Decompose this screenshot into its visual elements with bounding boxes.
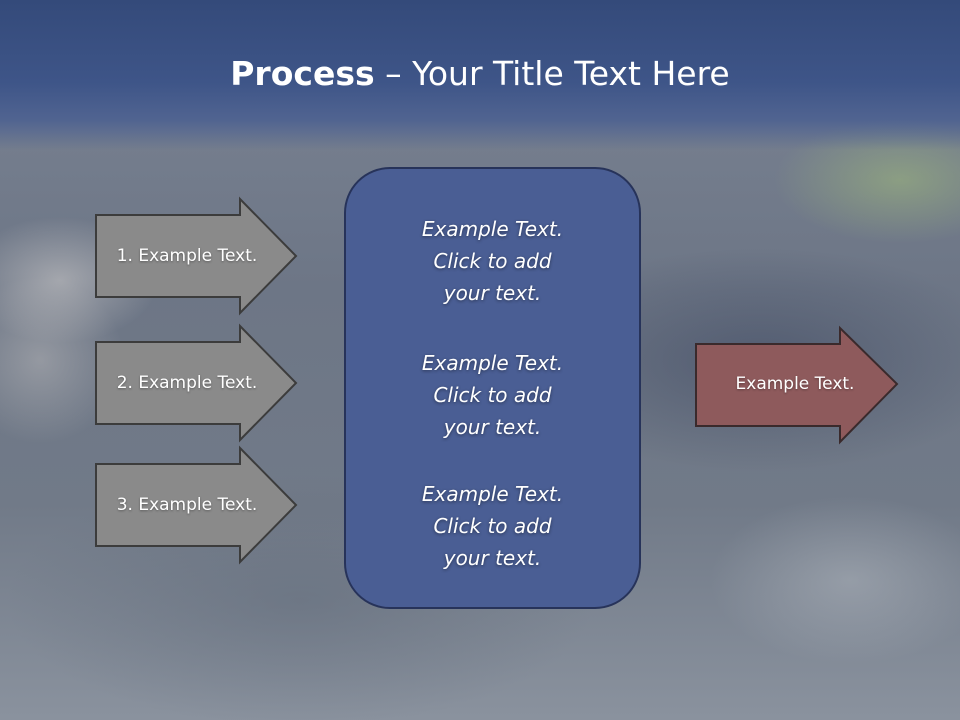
center-line: Example Text. <box>421 217 564 241</box>
center-paragraph-1: Example Text. Click to add your text. <box>345 213 640 309</box>
center-line: your text. <box>443 546 542 570</box>
center-line: Click to add <box>433 383 552 407</box>
center-paragraph-2: Example Text. Click to add your text. <box>345 347 640 443</box>
center-box[interactable] <box>344 167 641 609</box>
center-paragraph-3: Example Text. Click to add your text. <box>345 478 640 574</box>
center-line: Example Text. <box>421 482 564 506</box>
output-arrow[interactable] <box>695 325 899 445</box>
title-band <box>0 0 960 150</box>
title-bold: Process <box>230 54 375 93</box>
center-line: your text. <box>443 281 542 305</box>
input-arrow-3[interactable] <box>95 445 298 565</box>
center-line: Click to add <box>433 514 552 538</box>
center-line: Example Text. <box>421 351 564 375</box>
input-arrow-1[interactable] <box>95 196 298 316</box>
slide-title[interactable]: Process – Your Title Text Here <box>0 52 960 96</box>
center-line: your text. <box>443 415 542 439</box>
output-label: Example Text. <box>735 374 855 394</box>
input-arrow-2[interactable] <box>95 323 298 443</box>
title-rest: – Your Title Text Here <box>374 54 730 93</box>
input-label-3: 3. Example Text. <box>116 495 258 515</box>
input-label-2: 2. Example Text. <box>116 373 258 393</box>
center-line: Click to add <box>433 249 552 273</box>
input-label-1: 1. Example Text. <box>116 246 258 266</box>
